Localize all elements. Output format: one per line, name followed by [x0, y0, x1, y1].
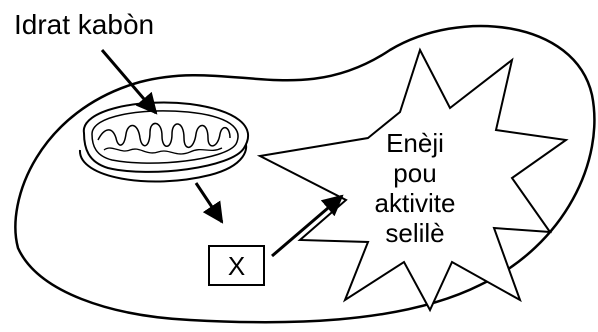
- cell-membrane: [14, 24, 596, 324]
- carbohydrate-label: Idrat kabòn: [14, 9, 154, 40]
- energy-label-line-1: Enèji: [386, 128, 444, 158]
- energy-label-line-2: pou: [393, 158, 436, 188]
- energy-label-line-4: selilè: [385, 218, 444, 248]
- mitochondrion-to-x-arrow: [194, 182, 224, 224]
- x-to-energy-arrow: [271, 194, 344, 258]
- x-box: [208, 245, 265, 286]
- energy-label-line-3: aktivite: [375, 188, 456, 218]
- energy-starburst: [256, 47, 569, 313]
- mitochondrion-icon: [78, 101, 250, 183]
- carbohydrate-arrow: [100, 49, 158, 115]
- x-box-label: X: [228, 251, 245, 281]
